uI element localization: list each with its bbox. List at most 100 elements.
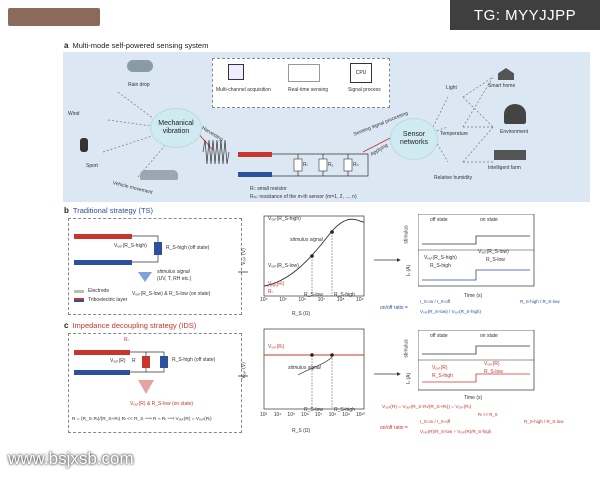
circuit-rl: Rₗ <box>303 162 308 168</box>
ts-xtick: 10⁶ <box>298 297 307 303</box>
ts-xtick: 10⁸ <box>336 297 345 303</box>
source-wind: Wind <box>68 111 80 117</box>
signal-plot-icon <box>288 64 320 82</box>
circuit-r1: R₁ <box>328 162 334 168</box>
ids-plot-rshigh: R_S-high <box>334 407 355 413</box>
ids-ratio-t1: Vₒᵤₜ(R)/R_S-low ÷ Vₒᵤₜ(R)/R_S-high <box>420 429 492 434</box>
ts-circuit <box>74 234 162 282</box>
ts-plot-rl: Rₗ <box>268 289 273 295</box>
ts-timing-f2d: R_S-low <box>486 257 505 263</box>
ids-plot-stimulus: stimulus signal <box>288 365 321 371</box>
ts-plot-rshigh: R_S-high <box>334 292 355 298</box>
ts-ratio-t0: I_S-on / I_S-off <box>420 299 451 304</box>
acq-step-1: Multi-channel acquisition <box>216 87 271 93</box>
ids-r: R <box>132 358 136 364</box>
ts-plot-rslow: R_S-low <box>304 292 323 298</box>
watermark-logo-block <box>8 8 100 26</box>
ts-plot-vhigh: Vₒᵤₜ(R_S-high) <box>268 216 301 222</box>
ts-timing-f2: Vₒᵤₜ(R_S-low) <box>478 249 509 255</box>
ts-timing-stimulus: stimulus <box>403 225 410 244</box>
source-sport: Sport <box>86 163 98 169</box>
ids-vout-r: Vₒᵤₜ(R) <box>110 358 126 364</box>
ts-timing-off: off state <box>430 217 448 223</box>
panel-a-lines <box>102 76 494 178</box>
house-icon <box>498 68 514 80</box>
ids-rl: Rₗ <box>124 337 129 343</box>
ts-plot-vlow: Vₒᵤₜ(R_S-low) <box>268 263 299 269</box>
app-smart-home: Smart home <box>488 83 516 89</box>
mechanical-vibration-bubble: Mechanical vibration <box>150 108 202 148</box>
tribo-swatch <box>74 298 84 302</box>
ts-plot-xlabel: R_S (Ω) <box>292 311 311 317</box>
ts-vout-high: Vₒᵤₜ(R_S-high) <box>114 243 147 249</box>
ids-timing-f1d: R_S-high <box>432 373 453 379</box>
ts-on-state: Vₒᵤₜ(R_S-low) & R_S-low (on state) <box>132 291 211 297</box>
ids-vout-eq: Vₒᵤₜ(R) = Vₒᵤₜ(R_S·Rₗ/(R_S+Rₗ)) = Vₒᵤₜ(R… <box>382 405 472 410</box>
acq-step-3: Signal process <box>348 87 381 93</box>
chip-icon <box>228 64 244 80</box>
ids-plot-vrl: Vₒᵤₜ(Rₗ) <box>268 344 285 350</box>
ts-ratio-t2: R_S-high / R_S-low <box>520 299 560 304</box>
electrode-swatch <box>74 290 84 293</box>
ts-xtick: 10⁵ <box>279 297 287 303</box>
ids-ratio-label: on/off ratio = <box>380 425 408 431</box>
ids-ratio-t0: I_S-on / I_S-off <box>420 419 451 424</box>
panel-b-box <box>68 218 242 315</box>
ts-plot-ylabel: Vₒᵤₜ (V) <box>240 248 247 265</box>
ids-xtick: 10⁵ <box>287 412 296 418</box>
electrode-legend: Electrode <box>88 288 110 294</box>
ts-stimulus-examples: (UV, T, RH etc.) <box>157 276 192 282</box>
ids-xtick: 10³ <box>260 412 268 418</box>
train-icon <box>140 170 178 180</box>
app-intelligent-farm: Intelligent farm <box>488 165 521 171</box>
ts-xtick: 10⁴ <box>260 297 268 303</box>
ids-vout-eq-note: Rₗ << R_S <box>478 412 498 417</box>
ts-timing-on: on state <box>480 217 498 223</box>
legend-rm: Rₘ: resistance of the m-th sensor (m=1, … <box>250 194 357 200</box>
ts-plot-vrl: Vₒᵤₜ(Rₗ) <box>268 281 285 287</box>
runner-icon <box>80 138 88 152</box>
ids-circuit <box>74 350 168 394</box>
tribo-legend: Triboelectric layer <box>88 297 128 303</box>
watermark-tg: TG: MYYJJPP <box>450 0 600 30</box>
ids-rs-high: R_S-high (off state) <box>172 357 216 363</box>
ids-xtick: 10⁸ <box>328 412 337 418</box>
app-environment: Environment <box>500 129 529 135</box>
ids-timing <box>418 330 535 391</box>
ids-timing-f1: Vₒᵤₜ(R) <box>432 365 448 371</box>
ids-timing-f2: Vₒᵤₜ(R) <box>484 361 500 367</box>
ids-equation: R = (R_S·Rₗ)/(R_S+Rₗ) Rₗ << R_S ⟹ R ≈ Rₗ… <box>72 417 212 422</box>
ids-ratio-t2: R_S-high / R_S-low <box>524 419 564 424</box>
circuit-diagram <box>238 152 369 177</box>
cpu-icon: CPU <box>350 63 372 83</box>
ids-plot-xlabel: R_S (Ω) <box>292 428 311 434</box>
circuit-rn: Rₙ <box>353 162 359 168</box>
ts-timing-f1: Vₒᵤₜ(R_S-high) <box>424 255 457 261</box>
ts-timing-xlabel: Time (s) <box>464 293 483 299</box>
ids-xtick: 10¹⁰ <box>356 412 366 418</box>
ids-xtick: 10⁷ <box>314 412 323 418</box>
stimulus-humidity: Relative humidity <box>434 175 473 181</box>
stimulus-temperature: Temperature <box>440 131 469 137</box>
ids-plot <box>263 328 365 410</box>
ts-xtick: 10⁷ <box>317 297 325 303</box>
ts-timing <box>418 214 535 287</box>
ts-xtick: 10⁹ <box>356 297 364 303</box>
panel-c-box <box>68 333 242 433</box>
source-rain-drop: Rain drop <box>128 82 150 88</box>
ts-rs-high: R_S-high (off state) <box>166 245 210 251</box>
ts-ratio-t1: Vₒᵤₜ(R_S-low) / Vₒᵤₜ(R_S-high) <box>420 309 482 314</box>
ts-stimulus-signal: stimulus signal <box>157 269 190 275</box>
ids-timing-xlabel: Time (s) <box>464 395 483 401</box>
ids-plot-rslow: R_S-low <box>304 407 323 413</box>
ts-ratio-label: on/off ratio = <box>380 305 408 311</box>
tree-icon <box>504 104 526 124</box>
acq-step-2: Real-time sensing <box>288 87 329 93</box>
flow-arrows <box>374 258 401 376</box>
ts-curve <box>263 218 365 287</box>
stimulus-light: Light <box>446 85 457 91</box>
ts-plot <box>263 215 365 297</box>
